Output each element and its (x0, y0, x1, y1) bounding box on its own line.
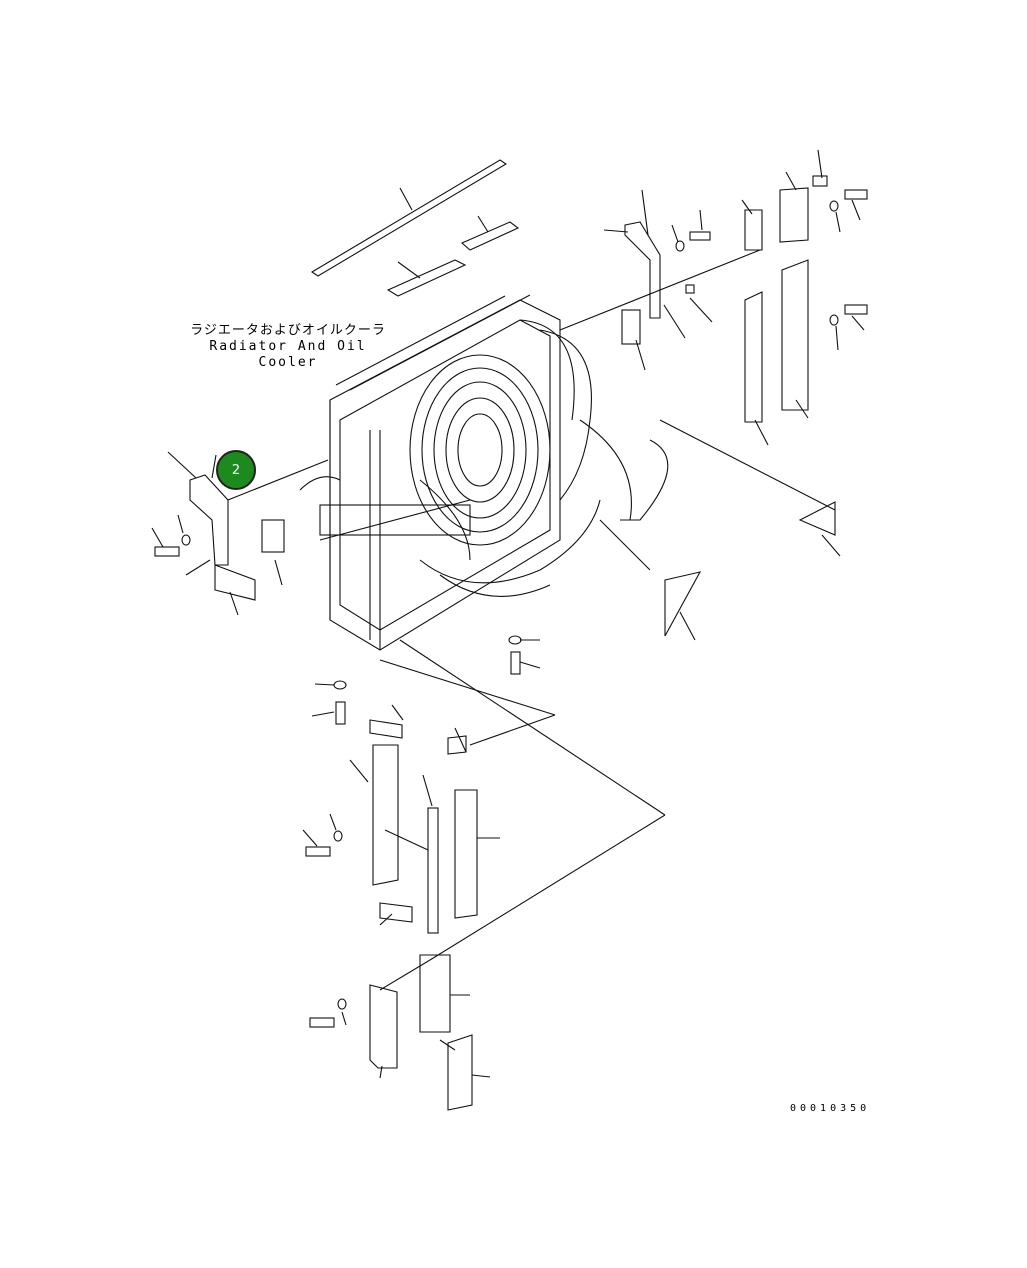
pad (386, 259, 467, 297)
drawing-number: 00010350 (790, 1103, 871, 1114)
hose (620, 439, 669, 521)
top-rod (310, 159, 508, 277)
lower-plate (372, 744, 399, 886)
pipe-lower (419, 499, 601, 584)
callout-marker[interactable]: 2 (216, 450, 256, 490)
bolt-icon (689, 209, 711, 241)
diagram-title-jp: ラジエータおよびオイルクーラ (190, 323, 386, 338)
bracket-icon (624, 221, 661, 319)
washer-icon (675, 240, 685, 252)
diagram-title-en: Radiator And Oil Cooler (209, 339, 367, 370)
callout-label: 2 (231, 462, 241, 478)
left-bracket (189, 474, 229, 566)
triangle-seal (798, 501, 836, 536)
radiator-body (319, 294, 561, 651)
fan-icon (409, 354, 551, 561)
long-plate (781, 259, 809, 411)
pipe-upper (539, 329, 592, 501)
